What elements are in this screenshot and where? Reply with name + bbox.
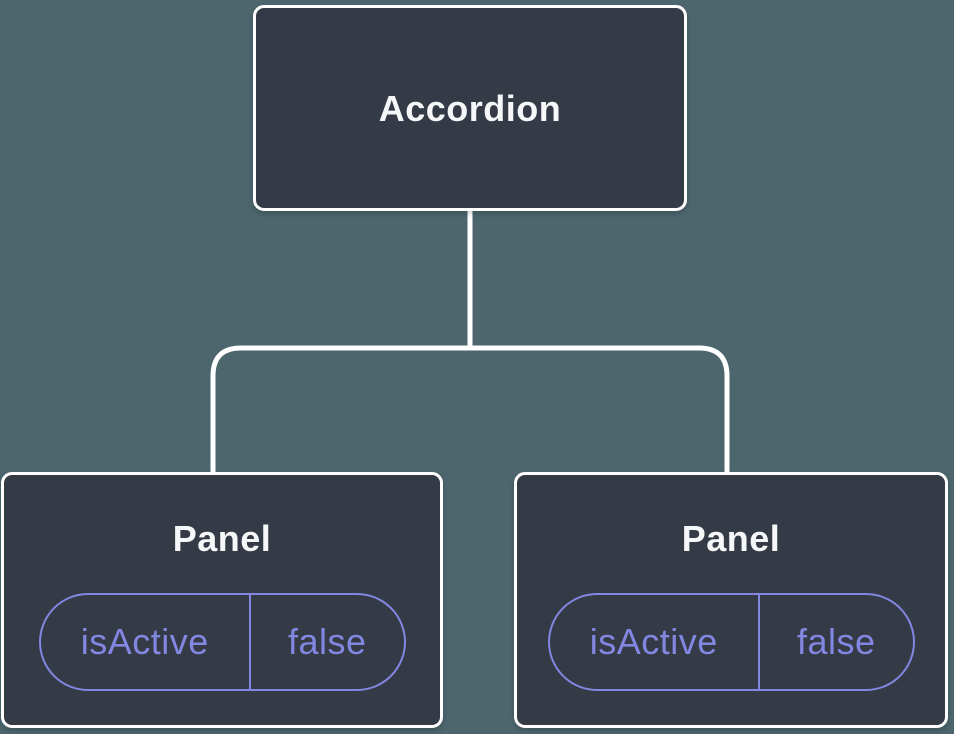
state-name-label: isActive bbox=[41, 595, 252, 689]
state-pill-left: isActive false bbox=[38, 593, 406, 691]
state-name-label: isActive bbox=[550, 595, 761, 689]
node-panel-right-label: Panel bbox=[681, 518, 781, 559]
state-pill-right: isActive false bbox=[547, 593, 915, 691]
connector-branch bbox=[210, 345, 730, 472]
node-panel-right: Panel isActive false bbox=[514, 472, 948, 728]
node-panel-left: Panel isActive false bbox=[1, 472, 443, 728]
state-value-label: false bbox=[796, 621, 876, 662]
node-panel-left-label: Panel bbox=[172, 518, 272, 559]
node-accordion-label: Accordion bbox=[378, 87, 562, 129]
state-value-label: false bbox=[287, 621, 367, 662]
node-accordion: Accordion bbox=[253, 5, 687, 211]
